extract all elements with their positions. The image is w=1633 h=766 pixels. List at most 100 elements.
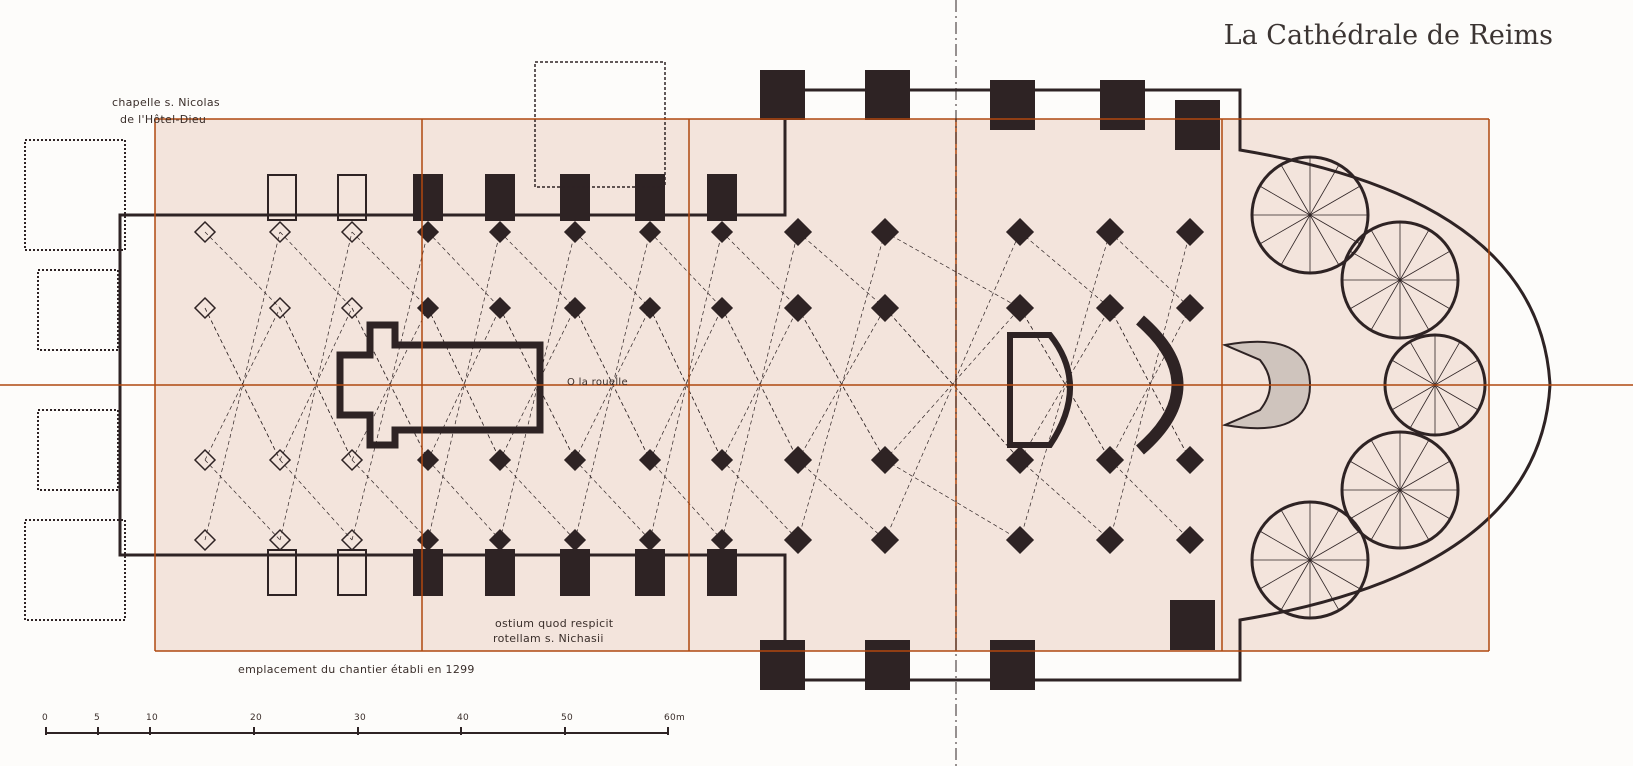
chapel-rib <box>1349 489 1401 520</box>
scale-tick-label: 5 <box>94 713 101 723</box>
scale-tick-label: 40 <box>457 713 470 723</box>
buttress-north-0 <box>267 174 297 221</box>
pier <box>870 293 900 323</box>
pier <box>193 528 217 552</box>
facade-portal-0 <box>24 139 126 251</box>
buttress-north-6 <box>707 174 737 221</box>
buttress-south-5 <box>635 549 665 596</box>
pier <box>1005 525 1035 555</box>
vault-rib <box>204 459 281 541</box>
pier <box>1005 217 1035 247</box>
transept-buttress-7 <box>990 640 1035 690</box>
vault-rib <box>1109 459 1191 541</box>
pier <box>340 220 364 244</box>
chapel-rib <box>1399 229 1430 281</box>
labyrinth-foundation <box>336 321 544 449</box>
pier <box>340 448 364 472</box>
chapel-rib <box>1370 229 1401 281</box>
facade-portal-3 <box>24 519 126 621</box>
pier <box>1175 293 1205 323</box>
transept-buttress-3 <box>1100 80 1145 130</box>
chapel-rib <box>1409 341 1436 386</box>
chapel-rib <box>1349 250 1401 281</box>
vault-rib <box>574 459 651 541</box>
vault-rib <box>797 307 886 461</box>
scale-tick-label: 0 <box>42 713 49 723</box>
chapel-rib <box>1399 460 1451 491</box>
vault-rib <box>279 459 353 541</box>
chapel-rib <box>1309 559 1340 611</box>
label-rouelle: O la rouelle <box>567 377 628 388</box>
label-ostium-line2: rotellam s. Nichasii <box>493 632 604 645</box>
pier <box>1175 525 1205 555</box>
chapel-rib <box>1391 384 1436 411</box>
pier <box>710 220 734 244</box>
vault-rib <box>884 231 1021 309</box>
chapel-rib <box>1370 439 1401 491</box>
chapel-rib <box>1370 489 1401 541</box>
transept-buttress-6 <box>865 640 910 690</box>
vault-rib <box>574 231 651 541</box>
pier <box>710 296 734 320</box>
buttress-north-3 <box>485 174 515 221</box>
pier <box>488 448 512 472</box>
chapel-rib <box>1280 214 1311 266</box>
chapel-rib <box>1370 279 1401 331</box>
vault-rib <box>279 307 353 461</box>
vault-rib <box>427 231 501 541</box>
vault-rib <box>499 231 576 541</box>
chapel-rib <box>1259 185 1311 216</box>
chapel-rib <box>1391 359 1436 386</box>
scale-tick-label: 30 <box>354 713 367 723</box>
pier <box>563 296 587 320</box>
vault-rib <box>499 231 576 309</box>
chapel-rib <box>1434 384 1461 429</box>
north-annex <box>534 61 666 188</box>
vault-rib <box>351 231 429 541</box>
vault-rib <box>649 307 723 461</box>
transept-buttress-8 <box>1170 600 1215 650</box>
pier <box>638 448 662 472</box>
chapel-rib <box>1349 279 1401 310</box>
plan-title: La Cathédrale de Reims <box>1223 20 1553 51</box>
pier <box>340 528 364 552</box>
chapel-rib <box>1399 279 1430 331</box>
facade-portal-1 <box>37 269 119 351</box>
pier <box>870 217 900 247</box>
chapel-rib <box>1309 530 1361 561</box>
pier <box>488 296 512 320</box>
vault-rib <box>721 231 799 309</box>
vault-rib <box>279 231 353 309</box>
pier <box>1095 525 1125 555</box>
chapel-rib <box>1399 279 1451 310</box>
pier <box>783 445 813 475</box>
walls <box>24 61 1552 690</box>
buttress-south-0 <box>267 549 297 596</box>
chapel-rib <box>1399 489 1430 541</box>
pier <box>783 293 813 323</box>
vault-rib <box>427 459 501 541</box>
pier <box>268 220 292 244</box>
piers <box>193 217 1205 555</box>
pier <box>1005 445 1035 475</box>
chapel-rib <box>1399 439 1430 491</box>
vault-rib <box>649 231 723 541</box>
pier <box>638 528 662 552</box>
pier <box>1175 217 1205 247</box>
vault-rib <box>721 231 799 541</box>
transept-buttress-4 <box>1175 100 1220 150</box>
vault-rib <box>1109 307 1191 461</box>
pier <box>563 220 587 244</box>
scale-bar <box>45 727 669 735</box>
pier <box>488 528 512 552</box>
vault-rib <box>649 459 723 541</box>
vault-rib <box>797 231 886 309</box>
buttress-north-2 <box>413 174 443 221</box>
choir-screen-1 <box>1007 332 1073 448</box>
vault-rib <box>204 307 281 461</box>
chapel-rib <box>1399 489 1451 520</box>
chapel-rib <box>1280 164 1311 216</box>
vault-rib <box>797 231 886 541</box>
